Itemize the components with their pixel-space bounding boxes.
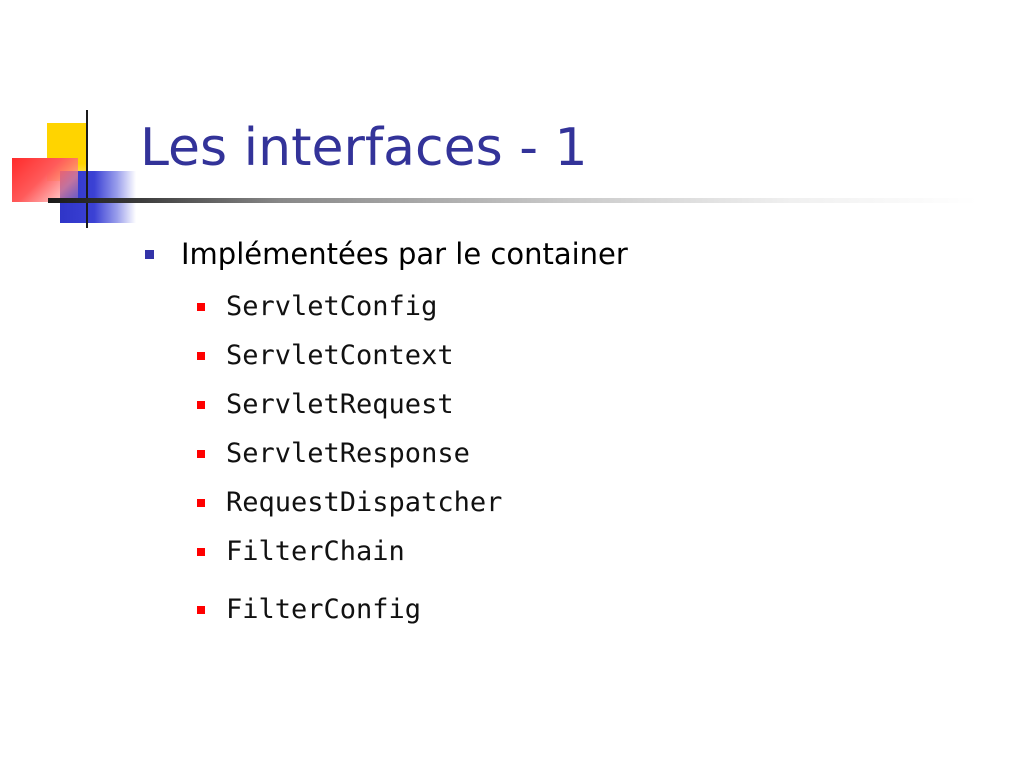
- list-item-text: ServletConfig: [226, 290, 438, 322]
- list-item: ServletResponse: [197, 429, 502, 478]
- interface-list: ServletConfig ServletContext ServletRequ…: [197, 282, 502, 634]
- decor-red-square: [12, 158, 78, 202]
- square-bullet-icon: [197, 449, 205, 458]
- list-item: FilterConfig: [197, 585, 502, 634]
- list-item-text: ServletContext: [226, 339, 454, 371]
- square-bullet-icon: [145, 249, 154, 259]
- bullet-level1: Implémentées par le container: [145, 234, 628, 274]
- square-bullet-icon: [197, 400, 205, 409]
- bullet-level1-text: Implémentées par le container: [181, 237, 628, 271]
- list-item: RequestDispatcher: [197, 478, 502, 527]
- list-item-text: RequestDispatcher: [226, 486, 503, 518]
- list-item: ServletContext: [197, 331, 502, 380]
- list-item-text: ServletResponse: [226, 437, 470, 469]
- square-bullet-icon: [197, 498, 205, 507]
- list-item-text: ServletRequest: [226, 388, 454, 420]
- list-item: ServletConfig: [197, 282, 502, 331]
- list-item-text: FilterChain: [226, 535, 405, 567]
- square-bullet-icon: [197, 351, 205, 360]
- list-item: ServletRequest: [197, 380, 502, 429]
- slide-title: Les interfaces - 1: [140, 118, 588, 178]
- square-bullet-icon: [197, 547, 205, 556]
- decor-vertical-line: [86, 110, 88, 228]
- list-item-text: FilterConfig: [226, 593, 422, 625]
- square-bullet-icon: [197, 605, 205, 614]
- square-bullet-icon: [197, 302, 205, 311]
- title-underline: [48, 198, 978, 203]
- list-item: FilterChain: [197, 527, 502, 576]
